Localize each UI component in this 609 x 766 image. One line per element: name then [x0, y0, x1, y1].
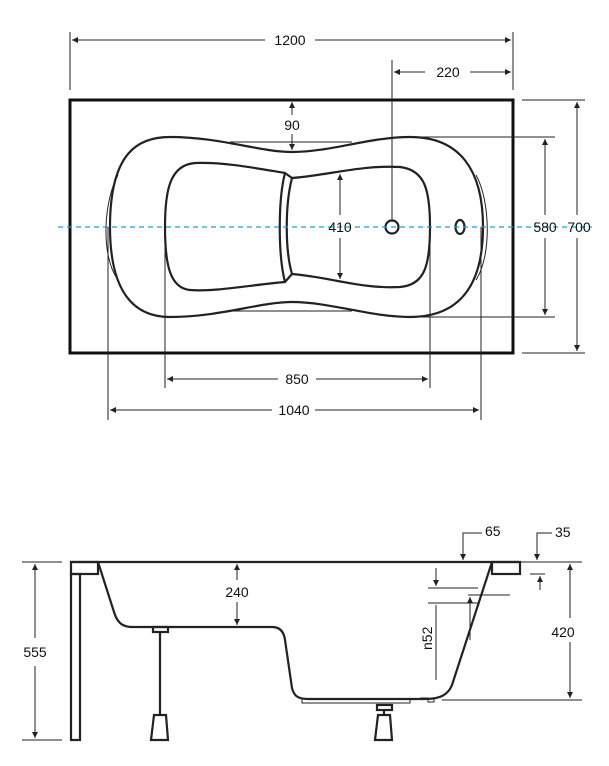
rim-right: [490, 560, 522, 576]
dim-580: 580: [533, 219, 557, 235]
dim-555: 555: [23, 644, 47, 660]
dim-1200: 1200: [274, 32, 305, 48]
foot-left: [149, 713, 170, 742]
dim-410: 410: [328, 219, 352, 235]
dim-700: 700: [567, 219, 591, 235]
rim-left: [69, 560, 100, 576]
dim-65: 65: [485, 523, 501, 539]
leg-mount-right: [375, 703, 394, 712]
dim-35: 35: [555, 524, 571, 540]
foot-right: [373, 713, 394, 742]
headrest-line-2: [285, 177, 294, 275]
dim-n52: n52: [419, 626, 435, 650]
outer-bowl-right-edge: [475, 174, 488, 281]
dim-850: 850: [285, 371, 309, 387]
tub-profile: [96, 561, 494, 701]
top-view: 1200 220 90 410 580 700 850 1040: [58, 32, 592, 420]
side-view: 555 240 65 35 420 n52: [22, 523, 582, 742]
dim-240: 240: [225, 584, 249, 600]
dim-420: 420: [551, 624, 575, 640]
dim-90: 90: [284, 117, 300, 133]
bottom-plate: [301, 698, 411, 704]
dim-220: 220: [436, 64, 460, 80]
front-panel: [69, 572, 82, 742]
dim-1040: 1040: [278, 402, 309, 418]
leg-mount-left: [151, 625, 170, 634]
headrest-line-1: [278, 172, 287, 283]
